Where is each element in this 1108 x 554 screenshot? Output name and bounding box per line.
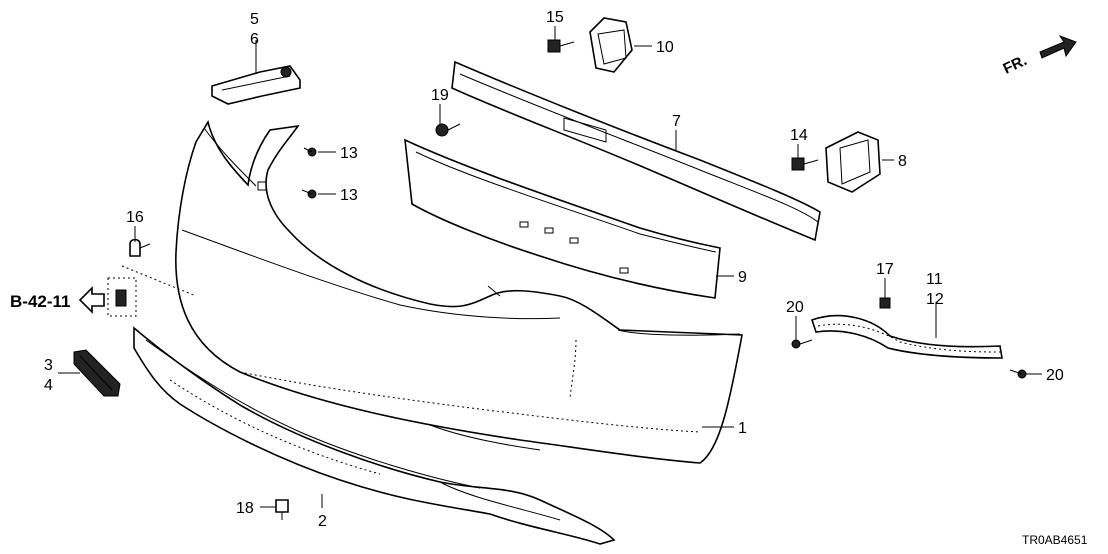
callout-16: 16 (126, 209, 144, 226)
bolt-15 (547, 39, 575, 53)
upper-bracket (211, 65, 301, 105)
callout-20-left: 20 (786, 299, 804, 316)
clip-19 (435, 123, 461, 137)
lower-diffuser (133, 326, 616, 545)
callout-12: 12 (926, 291, 944, 308)
front-direction-label: FR. (1001, 52, 1030, 78)
callout-11: 11 (926, 271, 943, 288)
callout-9: 9 (738, 269, 747, 286)
clip-18 (275, 499, 289, 520)
callout-1: 1 (738, 420, 747, 437)
bolt-14 (791, 157, 819, 171)
callout-13-upper: 13 (340, 145, 358, 162)
callout-7: 7 (672, 113, 681, 130)
section-ref-label[interactable]: B-42-11 (10, 292, 70, 311)
callout-18: 18 (236, 500, 254, 517)
callout-13-lower: 13 (340, 187, 358, 204)
front-direction-indicator: FR. (1001, 34, 1077, 78)
rear-bumper-face (175, 119, 743, 464)
callout-19: 19 (431, 87, 449, 104)
callout-17: 17 (876, 261, 894, 278)
wire-harness (810, 314, 1003, 359)
screw-13a (303, 147, 317, 157)
leader-lines (58, 26, 1042, 508)
callout-3: 3 (44, 357, 53, 374)
callout-4: 4 (44, 377, 53, 394)
screw-13b (301, 189, 317, 199)
diagram-code: TR0AB4651 (1022, 533, 1088, 547)
clip-16 (129, 238, 151, 257)
callouts: 1 2 3 4 5 6 7 8 9 10 11 12 13 13 14 15 1… (44, 9, 1064, 530)
callout-5: 5 (250, 11, 259, 28)
side-reflector (73, 349, 121, 397)
callout-15: 15 (546, 9, 564, 26)
energy-absorber (404, 138, 721, 299)
clip-17 (879, 297, 891, 309)
callout-14: 14 (790, 127, 808, 144)
callout-8: 8 (898, 153, 907, 170)
callout-6: 6 (250, 31, 259, 48)
screw-20b (1009, 369, 1027, 379)
callout-2: 2 (318, 513, 327, 530)
callout-20-right: 20 (1046, 367, 1064, 384)
screw-20a (791, 339, 813, 349)
bumper-beam-upper (451, 60, 821, 242)
callout-10: 10 (656, 39, 674, 56)
bumper-stay-left (589, 17, 633, 73)
section-reference[interactable]: B-42-11 (10, 277, 137, 317)
bumper-stay-right (825, 131, 881, 193)
